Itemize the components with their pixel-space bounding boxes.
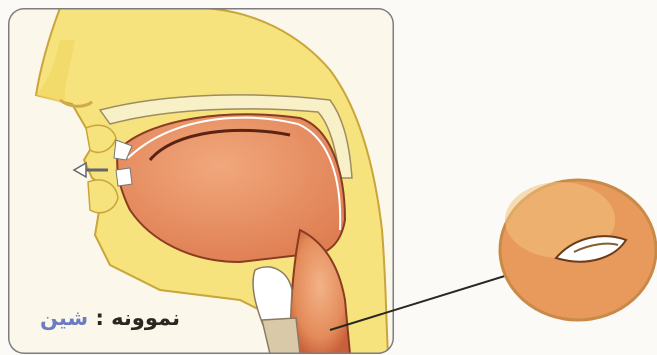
caption-prefix: نموونه : xyxy=(95,306,180,330)
lower-teeth xyxy=(116,168,132,186)
caption: نموونه : شین xyxy=(40,306,180,330)
zoom-detail-circle xyxy=(500,180,656,320)
side-view-panel xyxy=(8,8,394,354)
caption-letter-name: شین xyxy=(40,306,88,330)
